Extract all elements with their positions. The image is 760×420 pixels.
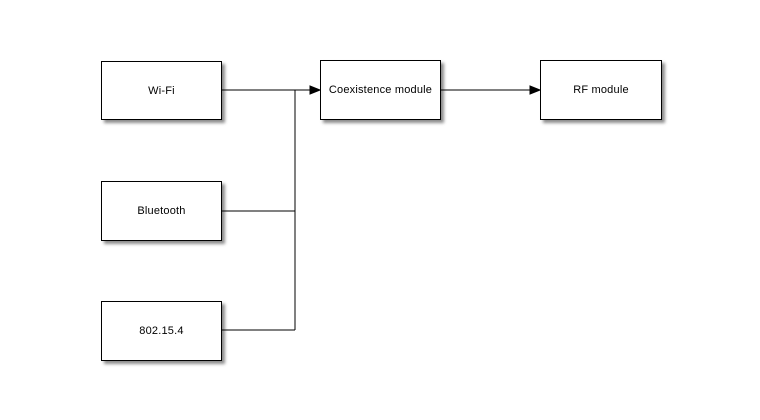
node-802-15-4[interactable]: 802.15.4 [101, 301, 222, 361]
coexistence-to-rf-arrowhead-icon [529, 85, 542, 95]
node-label: 802.15.4 [139, 325, 184, 337]
node-label: Wi-Fi [148, 84, 175, 97]
node-wifi[interactable]: Wi-Fi [101, 61, 222, 120]
node-rf-module[interactable]: RF module [540, 60, 662, 120]
wifi-to-coexistence-arrowhead-icon [309, 85, 322, 95]
node-label: Bluetooth [137, 205, 186, 217]
node-label: Coexistence module [328, 84, 433, 96]
node-coexistence-module[interactable]: Coexistence module [320, 60, 441, 120]
node-label: RF module [573, 84, 629, 96]
node-bluetooth[interactable]: Bluetooth [101, 181, 222, 241]
